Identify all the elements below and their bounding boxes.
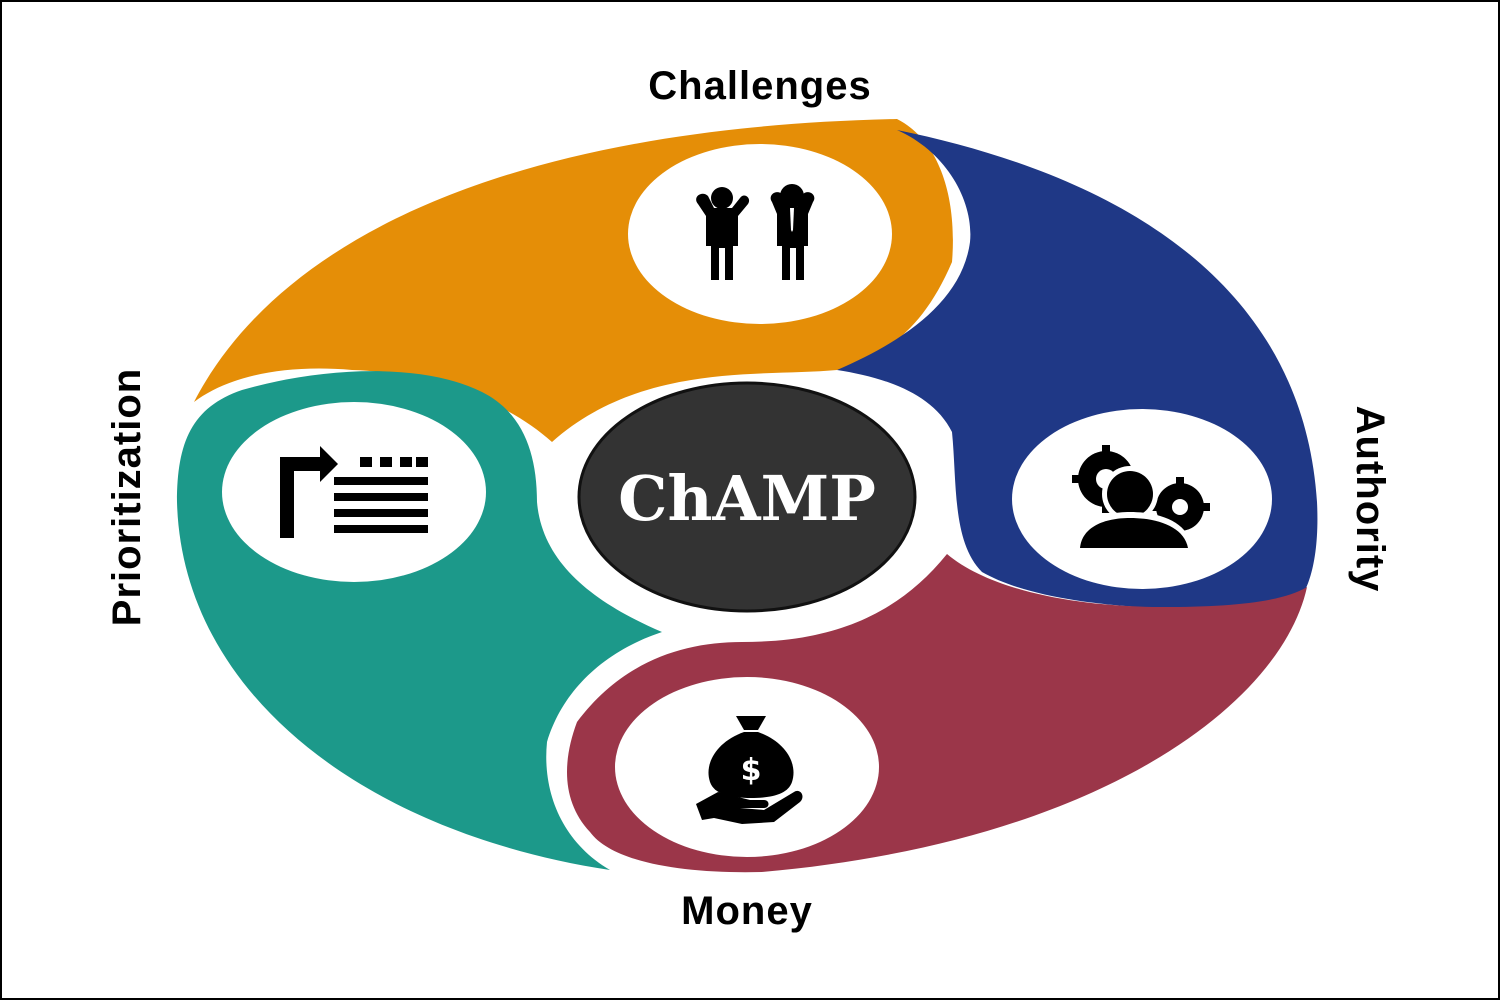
person-with-gears-icon: [1072, 445, 1210, 548]
two-stressed-businessmen-icon: [696, 184, 815, 280]
center-label: ChAMP: [618, 462, 876, 535]
authority-label: Authority: [1348, 406, 1392, 593]
money-label: Money: [681, 889, 813, 933]
prioritization-icon-circle: [222, 402, 486, 582]
prioritization-label: Prioritization: [105, 368, 149, 626]
challenges-label: Challenges: [648, 64, 871, 108]
priority-list-icon: [280, 446, 428, 538]
challenges-icon-circle: [628, 144, 892, 324]
money-bag-in-hand-icon: $: [696, 716, 803, 824]
center-circle: [577, 381, 917, 613]
svg-text:$: $: [741, 753, 762, 788]
